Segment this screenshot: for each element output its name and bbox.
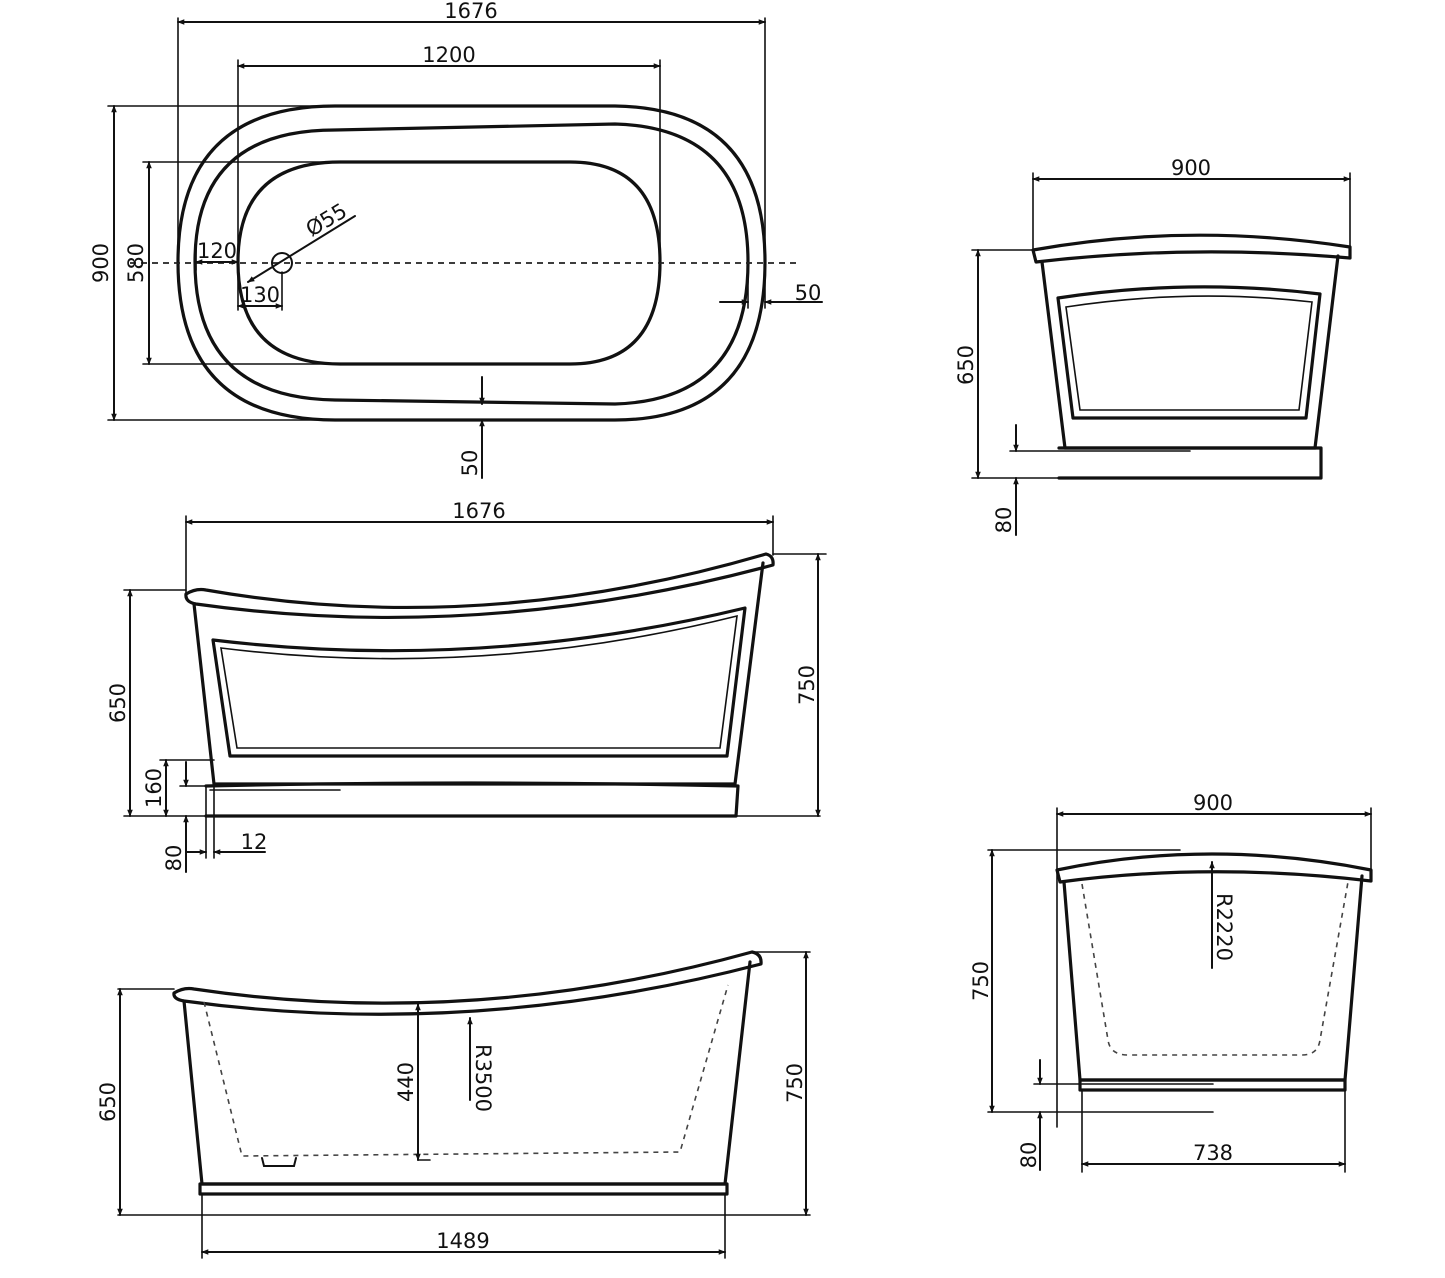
dim-section-end-width: 900 xyxy=(1193,791,1233,815)
dim-end-height: 650 xyxy=(954,345,978,385)
section-drain xyxy=(261,1157,297,1167)
dim-section-end-plinth: 80 xyxy=(1017,1142,1041,1169)
end-view-top: 900 650 80 xyxy=(954,156,1352,536)
dim-inner-depth: 440 xyxy=(394,1062,418,1102)
section-inner-bowl xyxy=(203,984,729,1157)
dim-section-end-radius: R2220 xyxy=(1212,893,1236,961)
dim-side-length: 1676 xyxy=(452,499,505,523)
end-plinth xyxy=(1057,446,1323,480)
section-end-plinth xyxy=(1078,1078,1347,1092)
dim-end-plinth: 80 xyxy=(992,507,1016,534)
plan-inner-rim xyxy=(193,122,750,406)
dim-section-body-height: 650 xyxy=(96,1082,120,1122)
dim-plinth-height: 160 xyxy=(142,768,166,808)
dim-drain-center: 130 xyxy=(240,283,280,307)
side-rim xyxy=(184,552,775,620)
dim-drain-offset: 120 xyxy=(197,239,237,263)
section-rim xyxy=(172,950,763,1016)
plan-view: 1676 1200 900 580 120 Ø55 130 50 50 xyxy=(89,0,823,479)
dim-end-width: 900 xyxy=(1171,156,1211,180)
side-body xyxy=(192,561,765,786)
dim-plan-width: 900 xyxy=(89,243,113,283)
plan-outer-rim xyxy=(176,104,767,422)
dim-rim-side: 50 xyxy=(458,450,482,477)
section-body xyxy=(182,960,752,1186)
dim-section-base-length: 1489 xyxy=(436,1229,489,1253)
dim-plan-length: 1676 xyxy=(444,0,497,23)
section-plinth xyxy=(198,1182,729,1196)
dim-plan-inner-width: 580 xyxy=(124,243,148,283)
section-end-inner-bowl xyxy=(1081,881,1349,1056)
dim-drain-diameter: Ø55 xyxy=(302,199,351,242)
dim-plinth-offset: 12 xyxy=(241,830,268,854)
side-panel xyxy=(211,606,747,758)
dim-section-end-height: 750 xyxy=(969,961,993,1001)
section-end-rim xyxy=(1055,852,1373,884)
dim-rim-end: 50 xyxy=(795,281,822,305)
dim-section-end-base: 738 xyxy=(1193,1141,1233,1165)
side-plinth xyxy=(204,781,740,818)
dim-side-body-height: 650 xyxy=(106,683,130,723)
dim-section-total-height: 750 xyxy=(783,1063,807,1103)
section-side: 650 750 440 R3500 1489 xyxy=(96,950,811,1259)
dim-plinth-base: 80 xyxy=(162,845,186,872)
end-rim xyxy=(1031,233,1352,264)
end-panel xyxy=(1056,285,1322,420)
section-end: 900 750 R2220 80 738 xyxy=(969,791,1373,1173)
dim-section-radius: R3500 xyxy=(471,1044,495,1112)
dim-side-total-height: 750 xyxy=(795,665,819,705)
side-view: 1676 650 750 160 80 12 xyxy=(106,499,827,873)
plan-bowl xyxy=(236,160,662,366)
dim-plan-inner-length: 1200 xyxy=(422,43,475,67)
